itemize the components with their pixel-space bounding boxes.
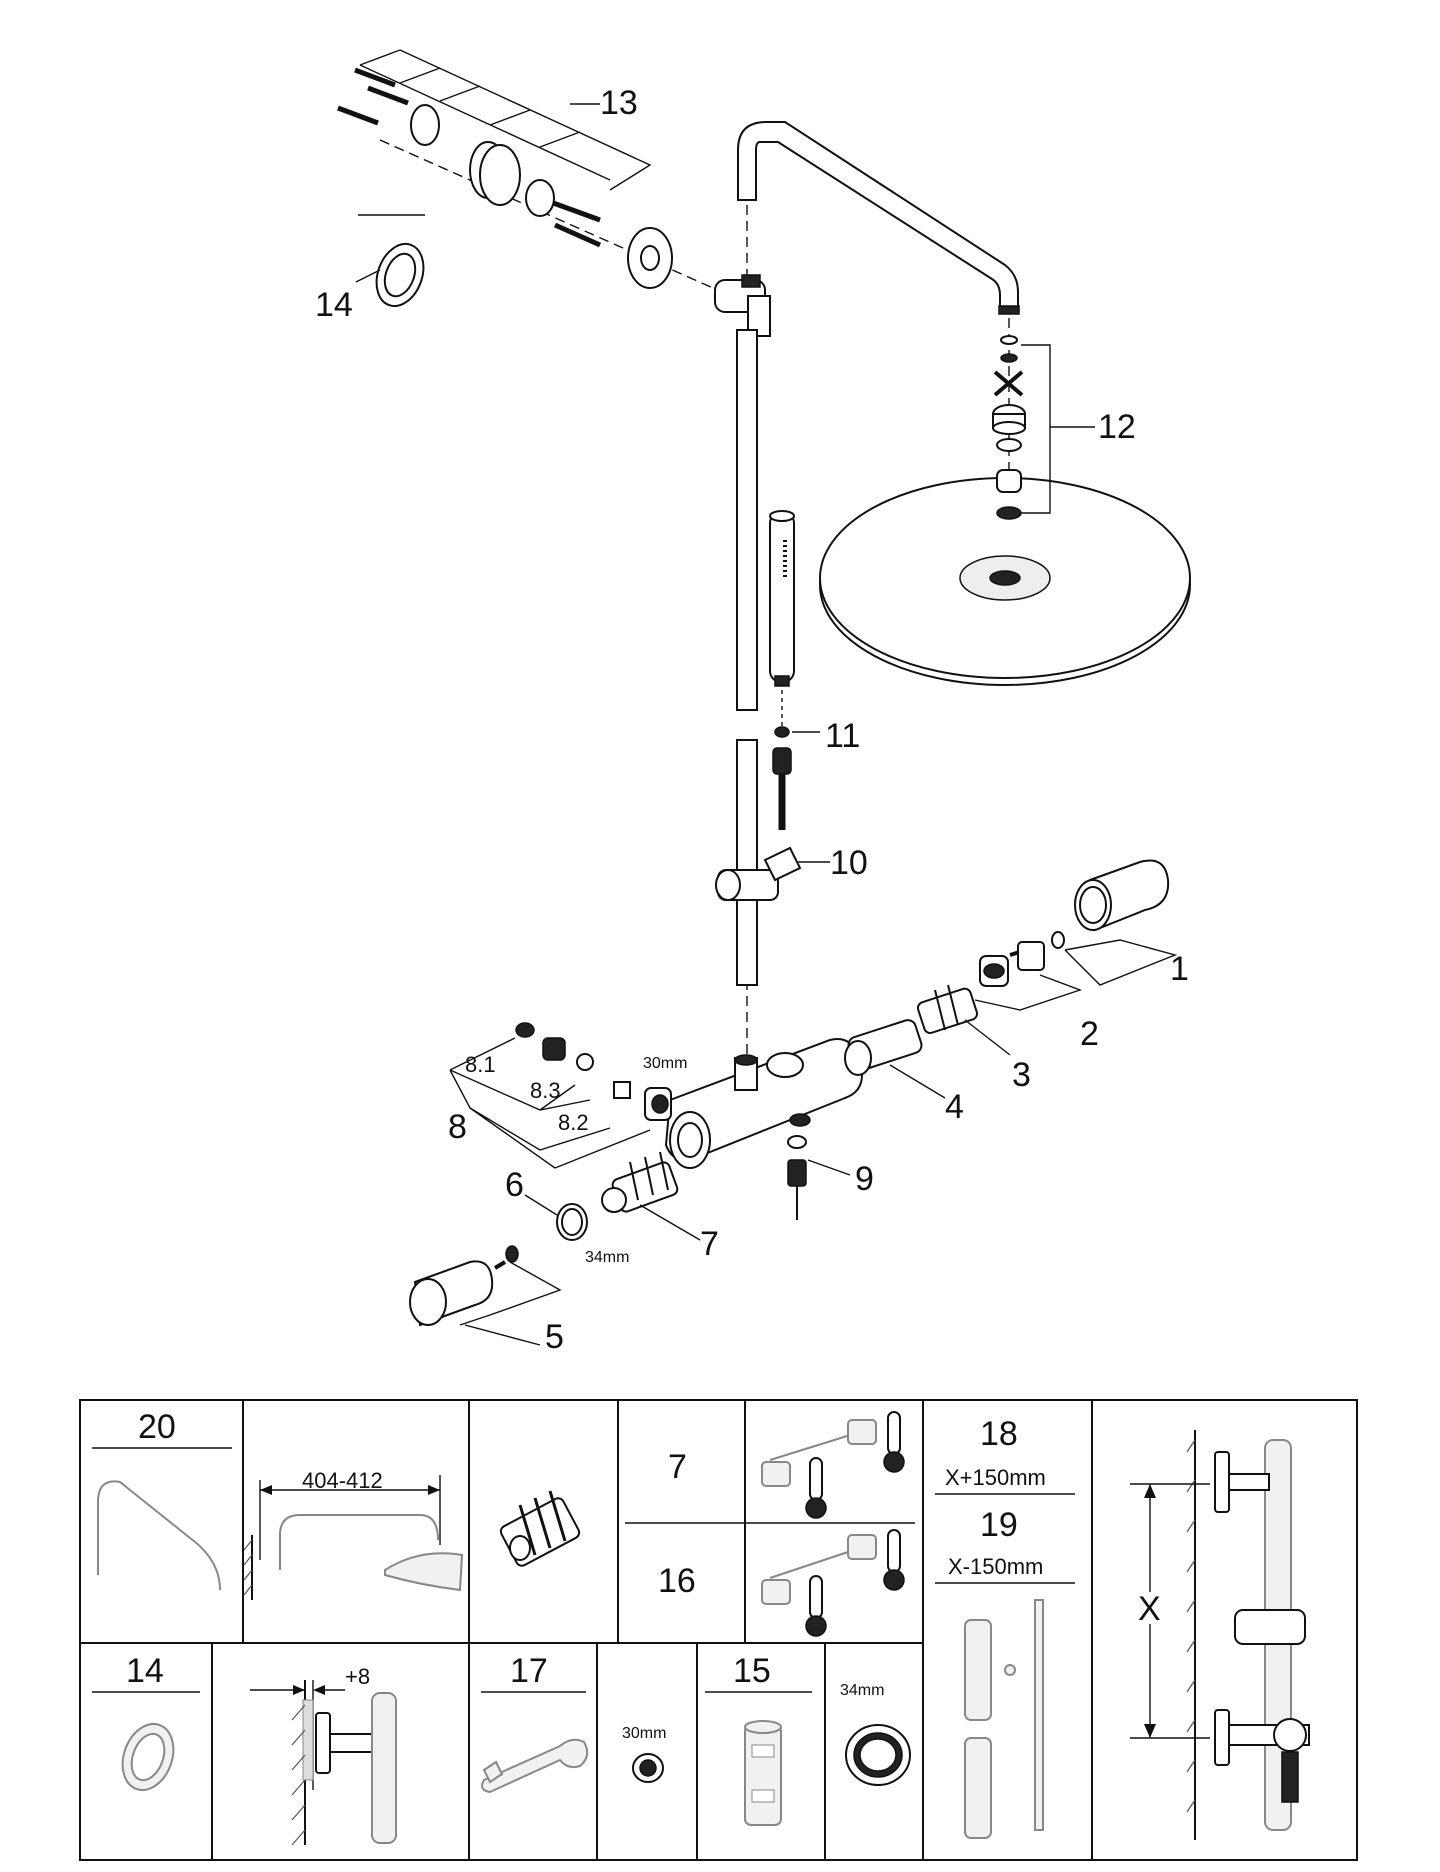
cell-19-label: 19	[980, 1506, 1018, 1544]
callout-9: 9	[855, 1160, 874, 1198]
callout-8-1: 8.1	[465, 1052, 496, 1077]
arm-dimension-diagram	[243, 1475, 464, 1600]
leader-6	[524, 1194, 558, 1216]
cartridge-icon	[499, 1490, 581, 1567]
riser-pipe	[736, 329, 758, 986]
wall-dash	[379, 139, 741, 301]
head-shower-icon	[819, 477, 1191, 686]
rosette-ring-14	[121, 1723, 175, 1791]
thermometer-icon	[805, 1457, 827, 1519]
valve-16-diagram	[761, 1529, 905, 1637]
ring-6	[556, 1203, 588, 1241]
handle-1	[1009, 859, 1170, 957]
callout-7: 7	[700, 1225, 719, 1263]
thermometer-icon	[805, 1575, 827, 1637]
valve-7-diagram	[761, 1411, 905, 1519]
callout-30mm: 30mm	[643, 1055, 687, 1072]
leader-3	[964, 1019, 1011, 1056]
riser-x-diagram	[1130, 1430, 1310, 1840]
leader-5	[459, 1261, 562, 1346]
nut-30mm-label: 30mm	[622, 1725, 666, 1742]
arm-20-icon	[97, 1480, 221, 1591]
leader-2	[974, 974, 1083, 1011]
washer-11	[774, 726, 790, 738]
leader-9	[807, 1159, 851, 1176]
callout-11: 11	[825, 717, 860, 755]
callout-8: 8	[448, 1108, 467, 1146]
cell-20-label: 20	[138, 1408, 176, 1446]
slider-10	[715, 846, 830, 901]
plus-8-label: +8	[345, 1664, 370, 1689]
shower-arm	[737, 121, 1020, 315]
head-parts-12	[992, 335, 1095, 520]
cell-17-label: 17	[510, 1652, 548, 1690]
callout-1: 1	[1170, 950, 1189, 988]
callout-2: 2	[1080, 1015, 1099, 1053]
callout-4: 4	[945, 1088, 964, 1126]
cell-14-label: 14	[126, 1652, 164, 1690]
thermometer-icon	[883, 1529, 905, 1591]
ring-34mm-label: 34mm	[840, 1682, 884, 1699]
callout-12: 12	[1098, 408, 1136, 446]
x-dimension-label: X	[1138, 1590, 1161, 1628]
handle-5	[409, 1245, 519, 1327]
nut-30mm	[632, 1753, 664, 1783]
callout-8-2: 8.2	[558, 1110, 589, 1135]
leader-1	[1064, 939, 1178, 986]
callout-10: 10	[830, 844, 868, 882]
callout-14: 14	[315, 286, 353, 324]
riser-bracket	[714, 274, 771, 337]
cell-15-label: 15	[733, 1652, 771, 1690]
check-valve-9	[787, 1135, 807, 1220]
wrench-icon	[481, 1738, 589, 1794]
part-7	[601, 1151, 679, 1213]
sleeve-4	[844, 1019, 923, 1076]
cell-7-label: 7	[668, 1448, 687, 1486]
spare-parts-table	[79, 1399, 1358, 1861]
thermostat-body	[664, 1038, 864, 1169]
leader-7	[639, 1204, 701, 1241]
cartridge-3	[916, 984, 979, 1034]
callout-3: 3	[1012, 1056, 1031, 1094]
cell-16-label: 16	[658, 1562, 696, 1600]
thermometer-icon	[883, 1411, 905, 1473]
riser-segments	[964, 1599, 1044, 1839]
callout-8-3: 8.3	[530, 1078, 561, 1103]
callout-13: 13	[600, 84, 638, 122]
leader-4	[889, 1064, 946, 1099]
x-minus-150: X-150mm	[948, 1554, 1043, 1579]
hand-shower-icon	[769, 510, 795, 687]
callout-5: 5	[545, 1318, 564, 1356]
ring-34mm	[845, 1724, 911, 1786]
callout-34mm: 34mm	[585, 1249, 629, 1266]
wall-bracket-13	[337, 49, 673, 307]
dim-404-412: 404-412	[302, 1468, 383, 1493]
callout-6: 6	[505, 1166, 524, 1204]
insert-15	[744, 1720, 782, 1826]
wall-offset-diagram	[250, 1680, 397, 1846]
x-plus-150: X+150mm	[945, 1465, 1046, 1490]
part-8	[515, 1022, 672, 1121]
part-2	[979, 941, 1045, 987]
hose-nut	[772, 747, 792, 830]
cell-18-label: 18	[980, 1415, 1018, 1453]
